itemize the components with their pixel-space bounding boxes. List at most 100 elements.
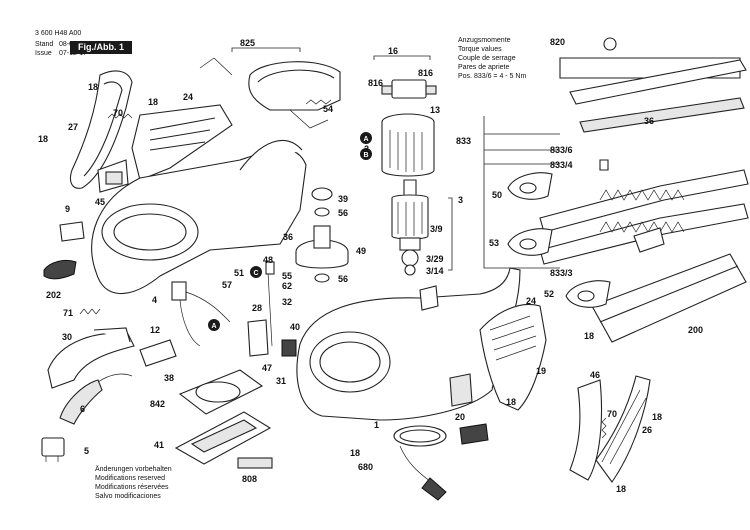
torque-note-line: Pos. 833/6 = 4 - 5 Nm: [458, 73, 527, 80]
marker-c: C: [250, 266, 262, 278]
callout-label: 20: [455, 412, 465, 422]
torque-note-line: Anzugsmomente: [458, 37, 511, 44]
callout-label: 30: [62, 332, 72, 342]
torque-note-line: Couple de serrage: [458, 55, 516, 62]
base-plate-41: [174, 411, 272, 465]
callout-label: 62: [282, 281, 292, 291]
marker-b: B: [360, 148, 372, 160]
bracket-833-branches: [484, 133, 560, 165]
callout-label: 200: [688, 325, 703, 335]
connector-5: [41, 437, 65, 462]
callout-label: 18: [584, 331, 594, 341]
label-plate-9: [59, 221, 85, 242]
callout-label: 18: [652, 412, 662, 422]
callout-label: 24: [526, 296, 536, 306]
guard-46: [569, 379, 603, 481]
callout-label: 45: [95, 197, 105, 207]
gear-plate-842: [178, 369, 264, 415]
callout-label: 4: [152, 295, 157, 305]
stator-2: [381, 113, 435, 177]
tab-833-3: [633, 227, 665, 253]
callout-label: 36: [283, 232, 293, 242]
callout-label: 19: [536, 366, 546, 376]
callout-label: 9: [65, 204, 70, 214]
document-number: 3 600 H48 A00: [35, 30, 82, 37]
callout-label: 51: [234, 268, 244, 278]
callout-label: 12: [150, 325, 160, 335]
cable-sleeve-6: [59, 373, 133, 425]
callout-label: 18: [350, 448, 360, 458]
stand-value: 08-06: [59, 41, 77, 48]
callout-label: 6: [80, 404, 85, 414]
footer-note-line: Modifications réservées: [95, 484, 169, 491]
callout-label: 18: [148, 97, 158, 107]
callout-label: 833: [456, 136, 471, 146]
callout-label: 3: [458, 195, 463, 205]
bracket-825: [231, 47, 301, 52]
figure-label: Fig./Abb. 1: [70, 41, 132, 54]
callout-label: 46: [590, 370, 600, 380]
label-808: [237, 457, 273, 469]
callout-label: 18: [38, 134, 48, 144]
callout-label: 26: [642, 425, 652, 435]
footer-note-line: Modifications reserved: [95, 475, 166, 482]
callout-label: 52: [544, 289, 554, 299]
callout-label: 16: [388, 46, 398, 56]
callout-label: 36: [644, 116, 654, 126]
callout-label: 842: [150, 399, 165, 409]
brush-holder-816: [381, 79, 437, 99]
bracket-3: [448, 197, 453, 271]
callout-label: 3/29: [426, 254, 444, 264]
callout-label: 24: [183, 92, 193, 102]
callout-label: 27: [68, 122, 78, 132]
callout-label: 31: [276, 376, 286, 386]
callout-label: 5: [84, 446, 89, 456]
torque-note-line: Torque values: [458, 46, 502, 53]
callout-label: 28: [252, 303, 262, 313]
callout-labels: 18 70 27 45 18 18 24 825 54 9 202 71 30 …: [38, 37, 703, 494]
front-grip-30: [47, 327, 135, 389]
callout-label: 56: [338, 208, 348, 218]
cap-202: [43, 259, 77, 280]
cable-680: [393, 423, 489, 501]
armature-3: [391, 179, 429, 276]
switch-lever: [97, 159, 129, 193]
callout-label: 820: [550, 37, 565, 47]
svg-text:B: B: [363, 152, 368, 159]
spring-71: [79, 308, 101, 315]
footer-note-line: Salvo modificaciones: [95, 493, 161, 500]
callout-label: 71: [63, 308, 73, 318]
issue-label: Issue: [35, 50, 52, 57]
blade-cover-200: [591, 253, 747, 343]
rod-32: [265, 261, 275, 347]
stand-label: Stand: [35, 41, 54, 48]
svg-text:C: C: [253, 270, 258, 277]
washer-53: [507, 228, 553, 256]
footer-note-line: Änderungen vorbehalten: [95, 466, 172, 473]
fan-39: [311, 187, 333, 217]
bracket-28: [247, 319, 269, 357]
bracket-833: [483, 116, 560, 269]
callout-label: 2: [364, 144, 369, 154]
marker-a-top: A: [360, 132, 372, 144]
callout-label: 55: [282, 271, 292, 281]
callout-label: 833/3: [550, 268, 573, 278]
washer-52: [565, 280, 611, 308]
screw-833-4: [599, 159, 609, 171]
callout-label: 3/9: [430, 224, 443, 234]
handle-cover-left: [69, 70, 133, 189]
board-12: [139, 339, 177, 367]
callout-label: 70: [113, 108, 123, 118]
svg-text:A: A: [211, 323, 216, 330]
blade-rail-833: [569, 59, 747, 133]
callout-label: 816: [418, 68, 433, 78]
callout-label: 40: [290, 322, 300, 332]
callout-label: 202: [46, 290, 61, 300]
shield-20: [449, 373, 473, 407]
callout-label: 816: [368, 78, 383, 88]
bracket-16: [373, 55, 431, 60]
callout-label: 1: [374, 420, 379, 430]
callout-label: 47: [262, 363, 272, 373]
spring-part: [107, 113, 133, 119]
gear-49: [295, 225, 349, 283]
